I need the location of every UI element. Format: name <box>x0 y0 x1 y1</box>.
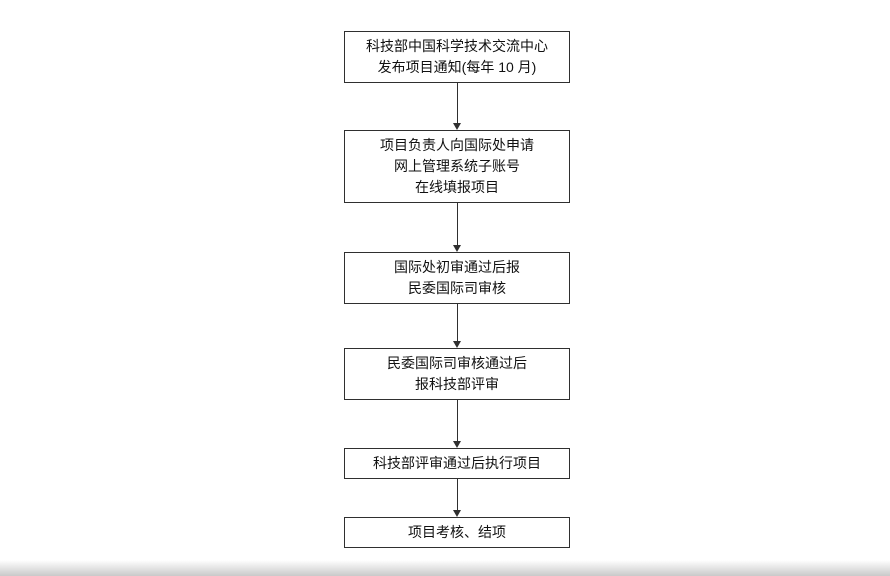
arrow-shaft <box>456 304 458 341</box>
arrow-head <box>453 245 461 252</box>
arrow-head <box>453 441 461 448</box>
arrow-head <box>453 510 461 517</box>
flow-node-commission-review: 民委国际司审核通过后 报科技部评审 <box>344 348 570 400</box>
arrow-shaft <box>456 400 458 441</box>
arrow-shaft <box>456 479 458 510</box>
page-bottom-shadow <box>0 560 890 576</box>
arrow-shaft <box>456 203 458 245</box>
arrow-head <box>453 123 461 130</box>
approval-flowchart: 科技部中国科学技术交流中心 发布项目通知(每年 10 月) 项目负责人向国际处申… <box>344 31 570 548</box>
arrow-down-icon <box>453 479 461 517</box>
arrow-head <box>453 341 461 348</box>
flow-node-execution: 科技部评审通过后执行项目 <box>344 448 570 479</box>
flow-node-conclusion: 项目考核、结项 <box>344 517 570 548</box>
arrow-down-icon <box>453 203 461 252</box>
arrow-down-icon <box>453 400 461 448</box>
flow-node-notice: 科技部中国科学技术交流中心 发布项目通知(每年 10 月) <box>344 31 570 83</box>
arrow-shaft <box>456 83 458 123</box>
arrow-down-icon <box>453 304 461 348</box>
flow-node-initial-review: 国际处初审通过后报 民委国际司审核 <box>344 252 570 304</box>
arrow-down-icon <box>453 83 461 130</box>
flow-node-application: 项目负责人向国际处申请 网上管理系统子账号 在线填报项目 <box>344 130 570 203</box>
